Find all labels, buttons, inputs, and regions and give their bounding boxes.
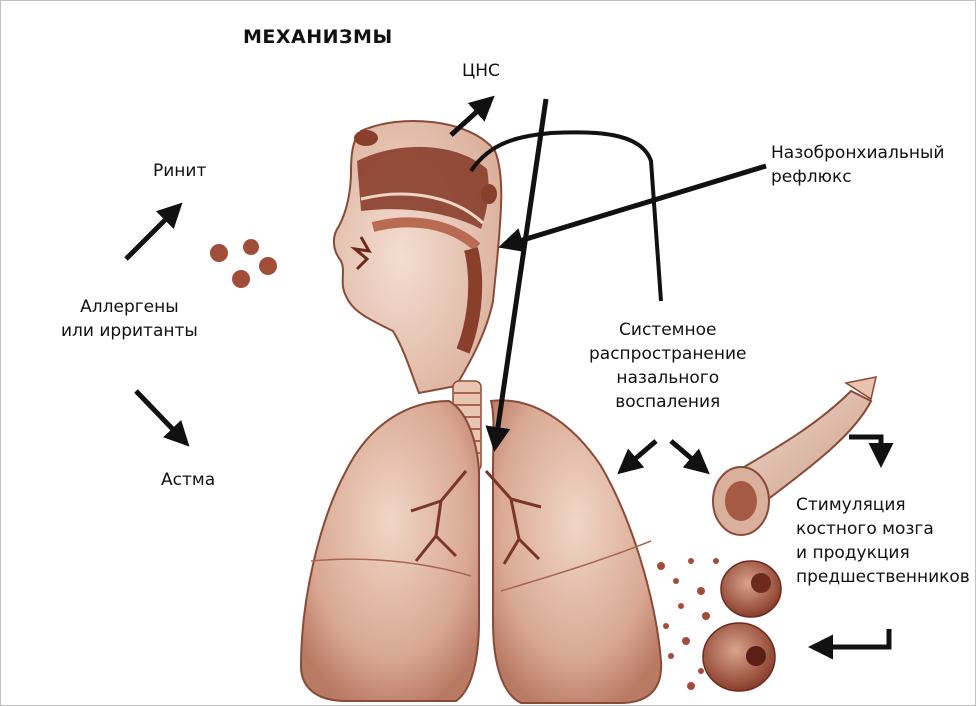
- label-allergens: Аллергены или ирританты: [61, 295, 198, 343]
- label-allergens-line1: Аллергены: [61, 295, 198, 319]
- arrow-to-rhinitis: [126, 206, 179, 259]
- label-nasobronchial-reflux: Назобронхиальный рефлюкс: [771, 141, 944, 189]
- arrow-bone-down: [849, 437, 881, 463]
- label-marrow-stimulation: Стимуляция костного мозга и продукция пр…: [796, 493, 970, 589]
- arrow-to-asthma: [136, 391, 186, 443]
- arrow-to-cns: [451, 99, 491, 135]
- arrow-to-bone: [671, 441, 706, 471]
- label-asthma: Астма: [161, 468, 215, 492]
- arrow-nasobronchial-reflux: [503, 166, 766, 246]
- allergen-particles: [210, 239, 277, 288]
- label-systemic-line1: Системное: [589, 318, 747, 342]
- label-marrow-line3: и продукция: [796, 541, 970, 565]
- label-systemic-line2: распространение: [589, 342, 747, 366]
- label-cns: ЦНС: [462, 59, 500, 83]
- arrow-to-cells: [813, 629, 889, 647]
- label-reflux-line1: Назобронхиальный: [771, 141, 944, 165]
- blood-cells: [657, 558, 781, 691]
- page-title: МЕХАНИЗМЫ: [243, 25, 393, 49]
- label-marrow-line4: предшественников: [796, 565, 970, 589]
- label-marrow-line2: костного мозга: [796, 517, 970, 541]
- arrow-cns-down: [495, 99, 546, 447]
- label-allergens-line2: или ирританты: [61, 319, 198, 343]
- label-rhinitis: Ринит: [153, 159, 206, 183]
- arrow-to-lung: [621, 441, 656, 471]
- label-reflux-line2: рефлюкс: [771, 165, 944, 189]
- label-systemic-line3: назального: [589, 366, 747, 390]
- label-systemic-line4: воспаления: [589, 390, 747, 414]
- label-marrow-line1: Стимуляция: [796, 493, 970, 517]
- label-systemic-spread: Системное распространение назального вос…: [589, 318, 747, 414]
